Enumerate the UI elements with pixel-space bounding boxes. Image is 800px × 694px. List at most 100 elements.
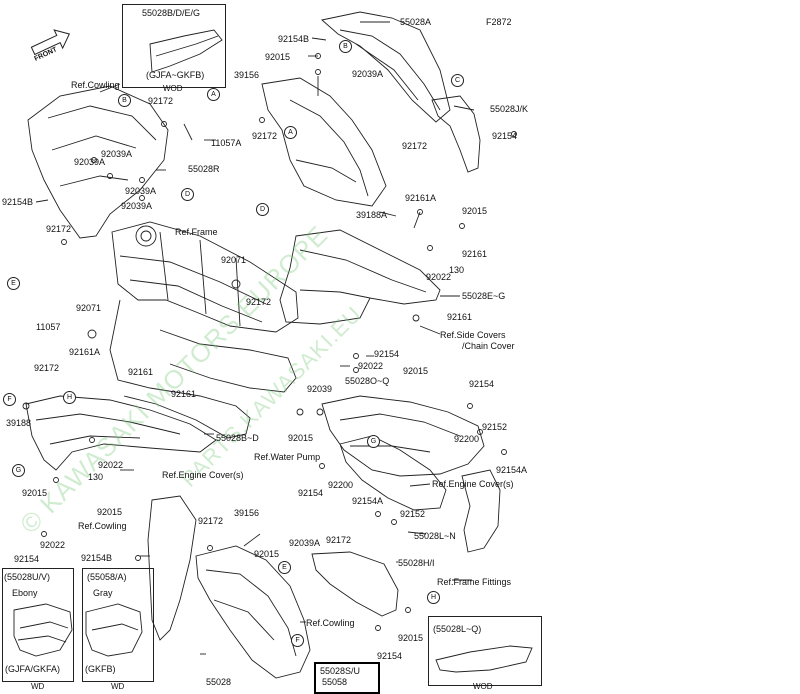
part-92015-g[interactable]: 92015 — [254, 549, 280, 559]
part-55028A[interactable]: 55028A — [400, 17, 432, 27]
model-gjfa-gkfa: (GJFA/GKFA) — [5, 664, 61, 674]
part-92172-f[interactable]: 92172 — [34, 363, 60, 373]
part-55028E-G[interactable]: 55028E~G — [462, 291, 506, 301]
part-92039A-b[interactable]: 92039A — [101, 149, 133, 159]
part-92161-a[interactable]: 92161 — [462, 249, 488, 259]
part-92161-c[interactable]: 92161 — [128, 367, 154, 377]
part-92161-d[interactable]: 92161 — [171, 389, 197, 399]
part-92172-e[interactable]: 92172 — [246, 297, 272, 307]
lower-cowling — [195, 545, 311, 679]
part-55058-A[interactable]: (55058/A) — [87, 572, 127, 582]
part-55028H-I[interactable]: 55028H/I — [398, 558, 435, 568]
part-130-a[interactable]: 130 — [449, 265, 465, 275]
part-92022-b[interactable]: 92022 — [358, 361, 384, 371]
part-92154B-left[interactable]: 92154B — [2, 197, 34, 207]
ref-side-covers[interactable]: Ref.Side Covers — [440, 330, 506, 340]
circle-ref-f-left: F — [3, 393, 16, 406]
part-92154-f[interactable]: 92154 — [14, 554, 40, 564]
part-92039A-f[interactable]: 92039A — [289, 538, 321, 548]
lower-left-side-panel — [147, 495, 197, 641]
part-55058[interactable]: 55058 — [322, 677, 348, 687]
part-92015-c[interactable]: 92015 — [403, 366, 429, 376]
part-92039A-a[interactable]: 92039A — [352, 69, 384, 79]
part-55028J-K[interactable]: 55028J/K — [490, 104, 529, 114]
part-55028L-Q[interactable]: (55028L~Q) — [433, 624, 482, 634]
part-92154B-bottom[interactable]: 92154B — [81, 553, 113, 563]
part-92154A-a[interactable]: 92154A — [496, 465, 528, 475]
part-55028L-N[interactable]: 55028L~N — [414, 531, 456, 541]
part-92161-b[interactable]: 92161 — [447, 312, 473, 322]
side-panel-jk — [431, 95, 481, 173]
part-92071-a[interactable]: 92071 — [221, 255, 247, 265]
part-92154-c[interactable]: 92154 — [374, 349, 400, 359]
part-92152-b[interactable]: 92152 — [400, 509, 426, 519]
ref-engine-cover-a[interactable]: Ref.Engine Cover(s) — [162, 470, 244, 480]
circle-ref-e-bottom: E — [278, 561, 291, 574]
circle-ref-d-left: D — [181, 188, 194, 201]
part-92039-a[interactable]: 92039 — [307, 384, 333, 394]
part-130-b[interactable]: 130 — [88, 472, 104, 482]
part-39188[interactable]: 39188 — [6, 418, 32, 428]
part-92161A-b[interactable]: 92161A — [69, 347, 101, 357]
part-92152-a[interactable]: 92152 — [482, 422, 508, 432]
part-92022-a[interactable]: 92022 — [426, 272, 452, 282]
part-39188A[interactable]: 39188A — [356, 210, 388, 220]
part-11057[interactable]: 11057 — [36, 322, 61, 332]
part-11057A[interactable]: 11057A — [211, 138, 242, 148]
circle-ref-h-left: H — [63, 391, 76, 404]
part-92015-h[interactable]: 92015 — [398, 633, 424, 643]
part-55028S-U[interactable]: 55028S/U — [320, 666, 361, 676]
part-92015-d[interactable]: 92015 — [288, 433, 314, 443]
lower-side-fairing-oq — [321, 395, 485, 477]
part-55028R[interactable]: 55028R — [188, 164, 220, 174]
part-39156-b[interactable]: 39156 — [234, 508, 260, 518]
part-92161A-a[interactable]: 92161A — [405, 193, 437, 203]
part-92039A-e[interactable]: 92039A — [121, 201, 153, 211]
part-55028O-Q[interactable]: 55028O~Q — [345, 376, 390, 386]
part-92071-b[interactable]: 92071 — [76, 303, 102, 313]
part-92154-d[interactable]: 92154 — [469, 379, 495, 389]
part-92172-a[interactable]: 92172 — [148, 96, 174, 106]
part-92154A-b[interactable]: 92154A — [352, 496, 384, 506]
part-92172-c[interactable]: 92172 — [402, 141, 428, 151]
ref-cowling-a[interactable]: Ref.Cowling — [71, 80, 120, 90]
part-92172-g[interactable]: 92172 — [198, 516, 224, 526]
part-92022-d[interactable]: 92022 — [40, 540, 66, 550]
upper-cowl-right — [321, 11, 451, 123]
part-92015-e[interactable]: 92015 — [22, 488, 48, 498]
ref-frame[interactable]: Ref.Frame — [175, 227, 218, 237]
part-55028[interactable]: 55028 — [206, 677, 232, 687]
part-39156-a[interactable]: 39156 — [234, 70, 260, 80]
part-92039A-d[interactable]: 92039A — [125, 186, 157, 196]
circle-ref-h-bottom: H — [427, 591, 440, 604]
part-92154B-top[interactable]: 92154B — [278, 34, 310, 44]
part-92022-c[interactable]: 92022 — [98, 460, 124, 470]
part-92154-g[interactable]: 92154 — [377, 651, 403, 661]
part-92172-b[interactable]: 92172 — [252, 131, 278, 141]
inset-box-wod-bottom — [428, 616, 542, 686]
ref-water-pump[interactable]: Ref.Water Pump — [254, 452, 321, 462]
part-92015-b[interactable]: 92015 — [462, 206, 488, 216]
part-92200-a[interactable]: 92200 — [454, 434, 480, 444]
inset-box-ebony — [2, 568, 74, 682]
frame-fitting-bracket — [461, 469, 501, 553]
left-cowling — [27, 85, 169, 239]
part-92154-right[interactable]: 92154 — [492, 131, 518, 141]
ref-frame-fittings[interactable]: Ref.Frame Fittings — [437, 577, 512, 587]
ref-engine-cover-b[interactable]: Ref.Engine Cover(s) — [432, 479, 514, 489]
part-55028U-V[interactable]: (55028U/V) — [4, 572, 51, 582]
part-92154-e[interactable]: 92154 — [298, 488, 324, 498]
part-92172-left[interactable]: 92172 — [46, 224, 72, 234]
part-92015-f[interactable]: 92015 — [97, 507, 123, 517]
part-92200-b[interactable]: 92200 — [328, 480, 354, 490]
ref-cowling-c[interactable]: Ref.Cowling — [306, 618, 355, 628]
part-92015-a[interactable]: 92015 — [265, 52, 291, 62]
ref-cowling-b[interactable]: Ref.Cowling — [78, 521, 127, 531]
part-92172-h[interactable]: 92172 — [326, 535, 352, 545]
part-55028B-D-E-G[interactable]: 55028B/D/E/G — [142, 8, 201, 18]
part-55028B-D[interactable]: 55028B~D — [216, 433, 259, 443]
circle-ref-f-bottom: F — [291, 634, 304, 647]
part-92039A-c[interactable]: 92039A — [74, 157, 106, 167]
circle-ref-g-left: G — [12, 464, 25, 477]
